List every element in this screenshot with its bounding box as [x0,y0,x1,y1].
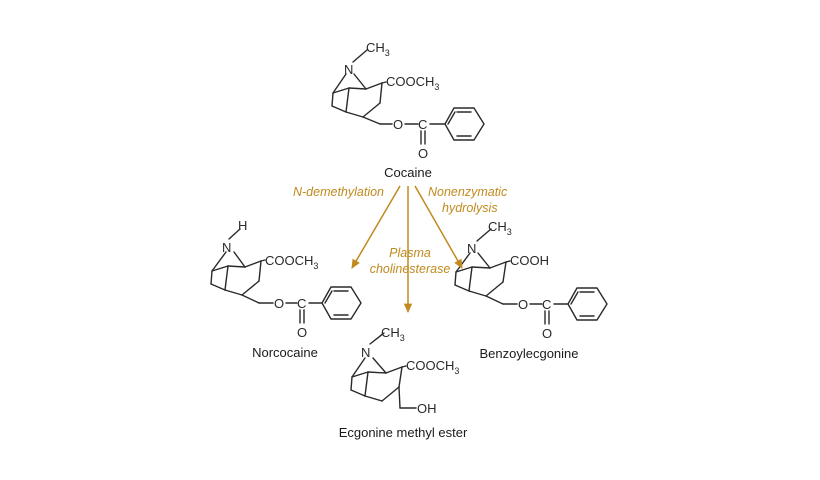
norcocaine-structure: N H COOCH3 O C O Norcocaine [210,218,362,360]
norcocaine-n-label: N [222,240,231,255]
n-demethylation-label: N-demethylation [293,185,384,199]
benzoylecgonine-n-label: N [467,241,476,256]
ecgonine-methyl-ester-structure: N CH3 COOCH3 OH Ecgonine methyl ester [339,325,468,440]
benzoylecgonine-acid-label: COOH [510,253,549,268]
cocaine-name: Cocaine [384,165,432,180]
cocaine-ch3-label: CH [366,40,385,55]
benzoylecgonine-ch3-subscript: 3 [507,227,512,237]
cocaine-n-label: N [344,62,353,77]
cholinesterase-label: cholinesterase [370,262,451,276]
benzoylecgonine-c-label: C [542,297,551,312]
cocaine-c-label: C [418,117,427,132]
norcocaine-o1-label: O [274,296,284,311]
norcocaine-h-label: H [238,218,247,233]
hydrolysis-label: hydrolysis [442,201,498,215]
benzoylecgonine-ch3-label: CH [488,219,507,234]
cocaine-structure: N CH3 COOCH3 O C O Cocaine [331,40,485,180]
cocaine-ester-subscript: 3 [434,82,439,92]
norcocaine-c-label: C [297,296,306,311]
benzoylecgonine-structure: N CH3 COOH O C O Benzoylecgonine [454,219,608,361]
reaction-arrows [351,185,463,314]
cocaine-o1-label: O [393,117,403,132]
ecgonine-methyl-ester-name: Ecgonine methyl ester [339,425,468,440]
ecgonine-methyl-ester-ch3-label: CH [381,325,400,340]
svg-text:CH3: CH3 [381,325,405,343]
cocaine-ester-label: COOCH [386,74,434,89]
nonenzymatic-label: Nonenzymatic [428,185,508,199]
norcocaine-name: Norcocaine [252,345,318,360]
ecgonine-methyl-ester-n-label: N [361,345,370,360]
enzyme-labels: N-demethylation Plasma cholinesterase No… [293,185,508,276]
svg-text:COOCH3: COOCH3 [386,74,439,92]
norcocaine-o2-label: O [297,325,307,340]
ecgonine-methyl-ester-ester-label: COOCH [406,358,454,373]
ecgonine-methyl-ester-ch3-subscript: 3 [400,333,405,343]
svg-text:CH3: CH3 [488,219,512,237]
benzoylecgonine-name: Benzoylecgonine [479,346,578,361]
ecgonine-methyl-ester-oh-label: OH [417,401,437,416]
ecgonine-methyl-ester-ester-subscript: 3 [454,366,459,376]
svg-text:COOCH3: COOCH3 [265,253,318,271]
arrow-to-norcocaine [351,185,401,269]
plasma-label: Plasma [389,246,431,260]
benzoylecgonine-o1-label: O [518,297,528,312]
cocaine-o2-label: O [418,146,428,161]
benzoylecgonine-o2-label: O [542,326,552,341]
norcocaine-ester-label: COOCH [265,253,313,268]
cocaine-ch3-subscript: 3 [385,48,390,58]
svg-text:CH3: CH3 [366,40,390,58]
arrow-to-benzoylecgonine [414,185,463,269]
svg-text:COOCH3: COOCH3 [406,358,459,376]
norcocaine-ester-subscript: 3 [313,261,318,271]
